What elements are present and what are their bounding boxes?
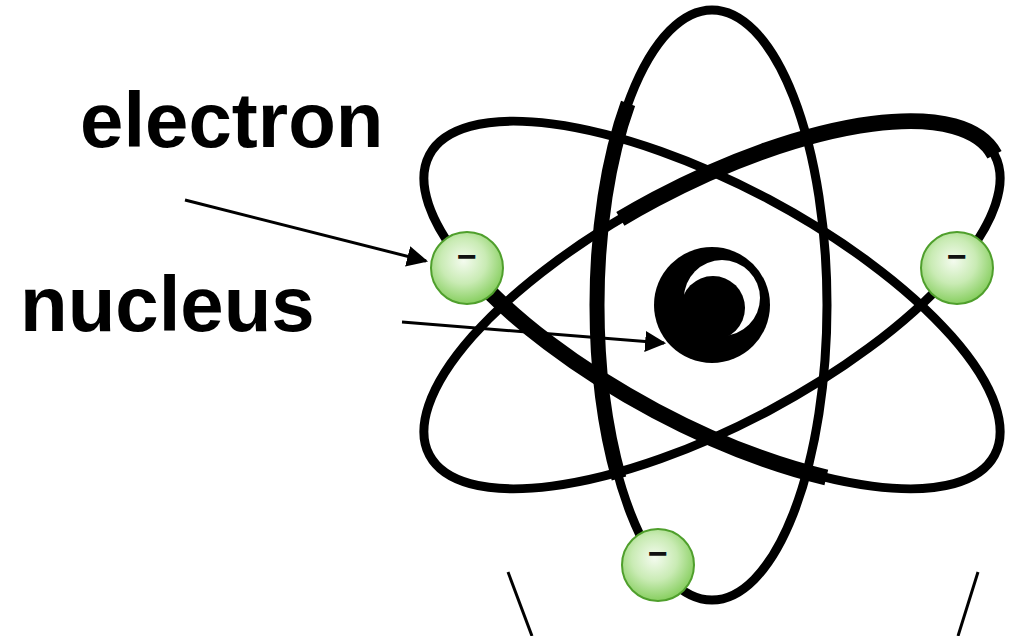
- orbit-ring-thick: [373, 49, 1015, 561]
- orbit-ring: [373, 49, 1015, 561]
- charge-sign: −: [457, 239, 477, 273]
- leader-line: [185, 200, 426, 261]
- electron-circle: −: [430, 231, 504, 305]
- part-label: nucleus: [20, 262, 315, 348]
- electron-circle: −: [621, 528, 695, 602]
- nucleus-shape: [654, 247, 770, 363]
- leader-line: [402, 322, 664, 343]
- nucleus-core: [681, 276, 745, 340]
- orbit-ring: [597, 10, 827, 600]
- electron-circle: −: [920, 231, 994, 305]
- bracket-line: [958, 572, 978, 636]
- charge-sign: −: [947, 239, 967, 273]
- orbit-ring-thick: [597, 10, 827, 600]
- charge-sign: −: [648, 536, 668, 570]
- part-label: electron: [80, 78, 383, 164]
- bracket-line: [508, 572, 532, 636]
- orbit-ring-thick: [373, 49, 1015, 561]
- orbit-ring: [373, 49, 1015, 561]
